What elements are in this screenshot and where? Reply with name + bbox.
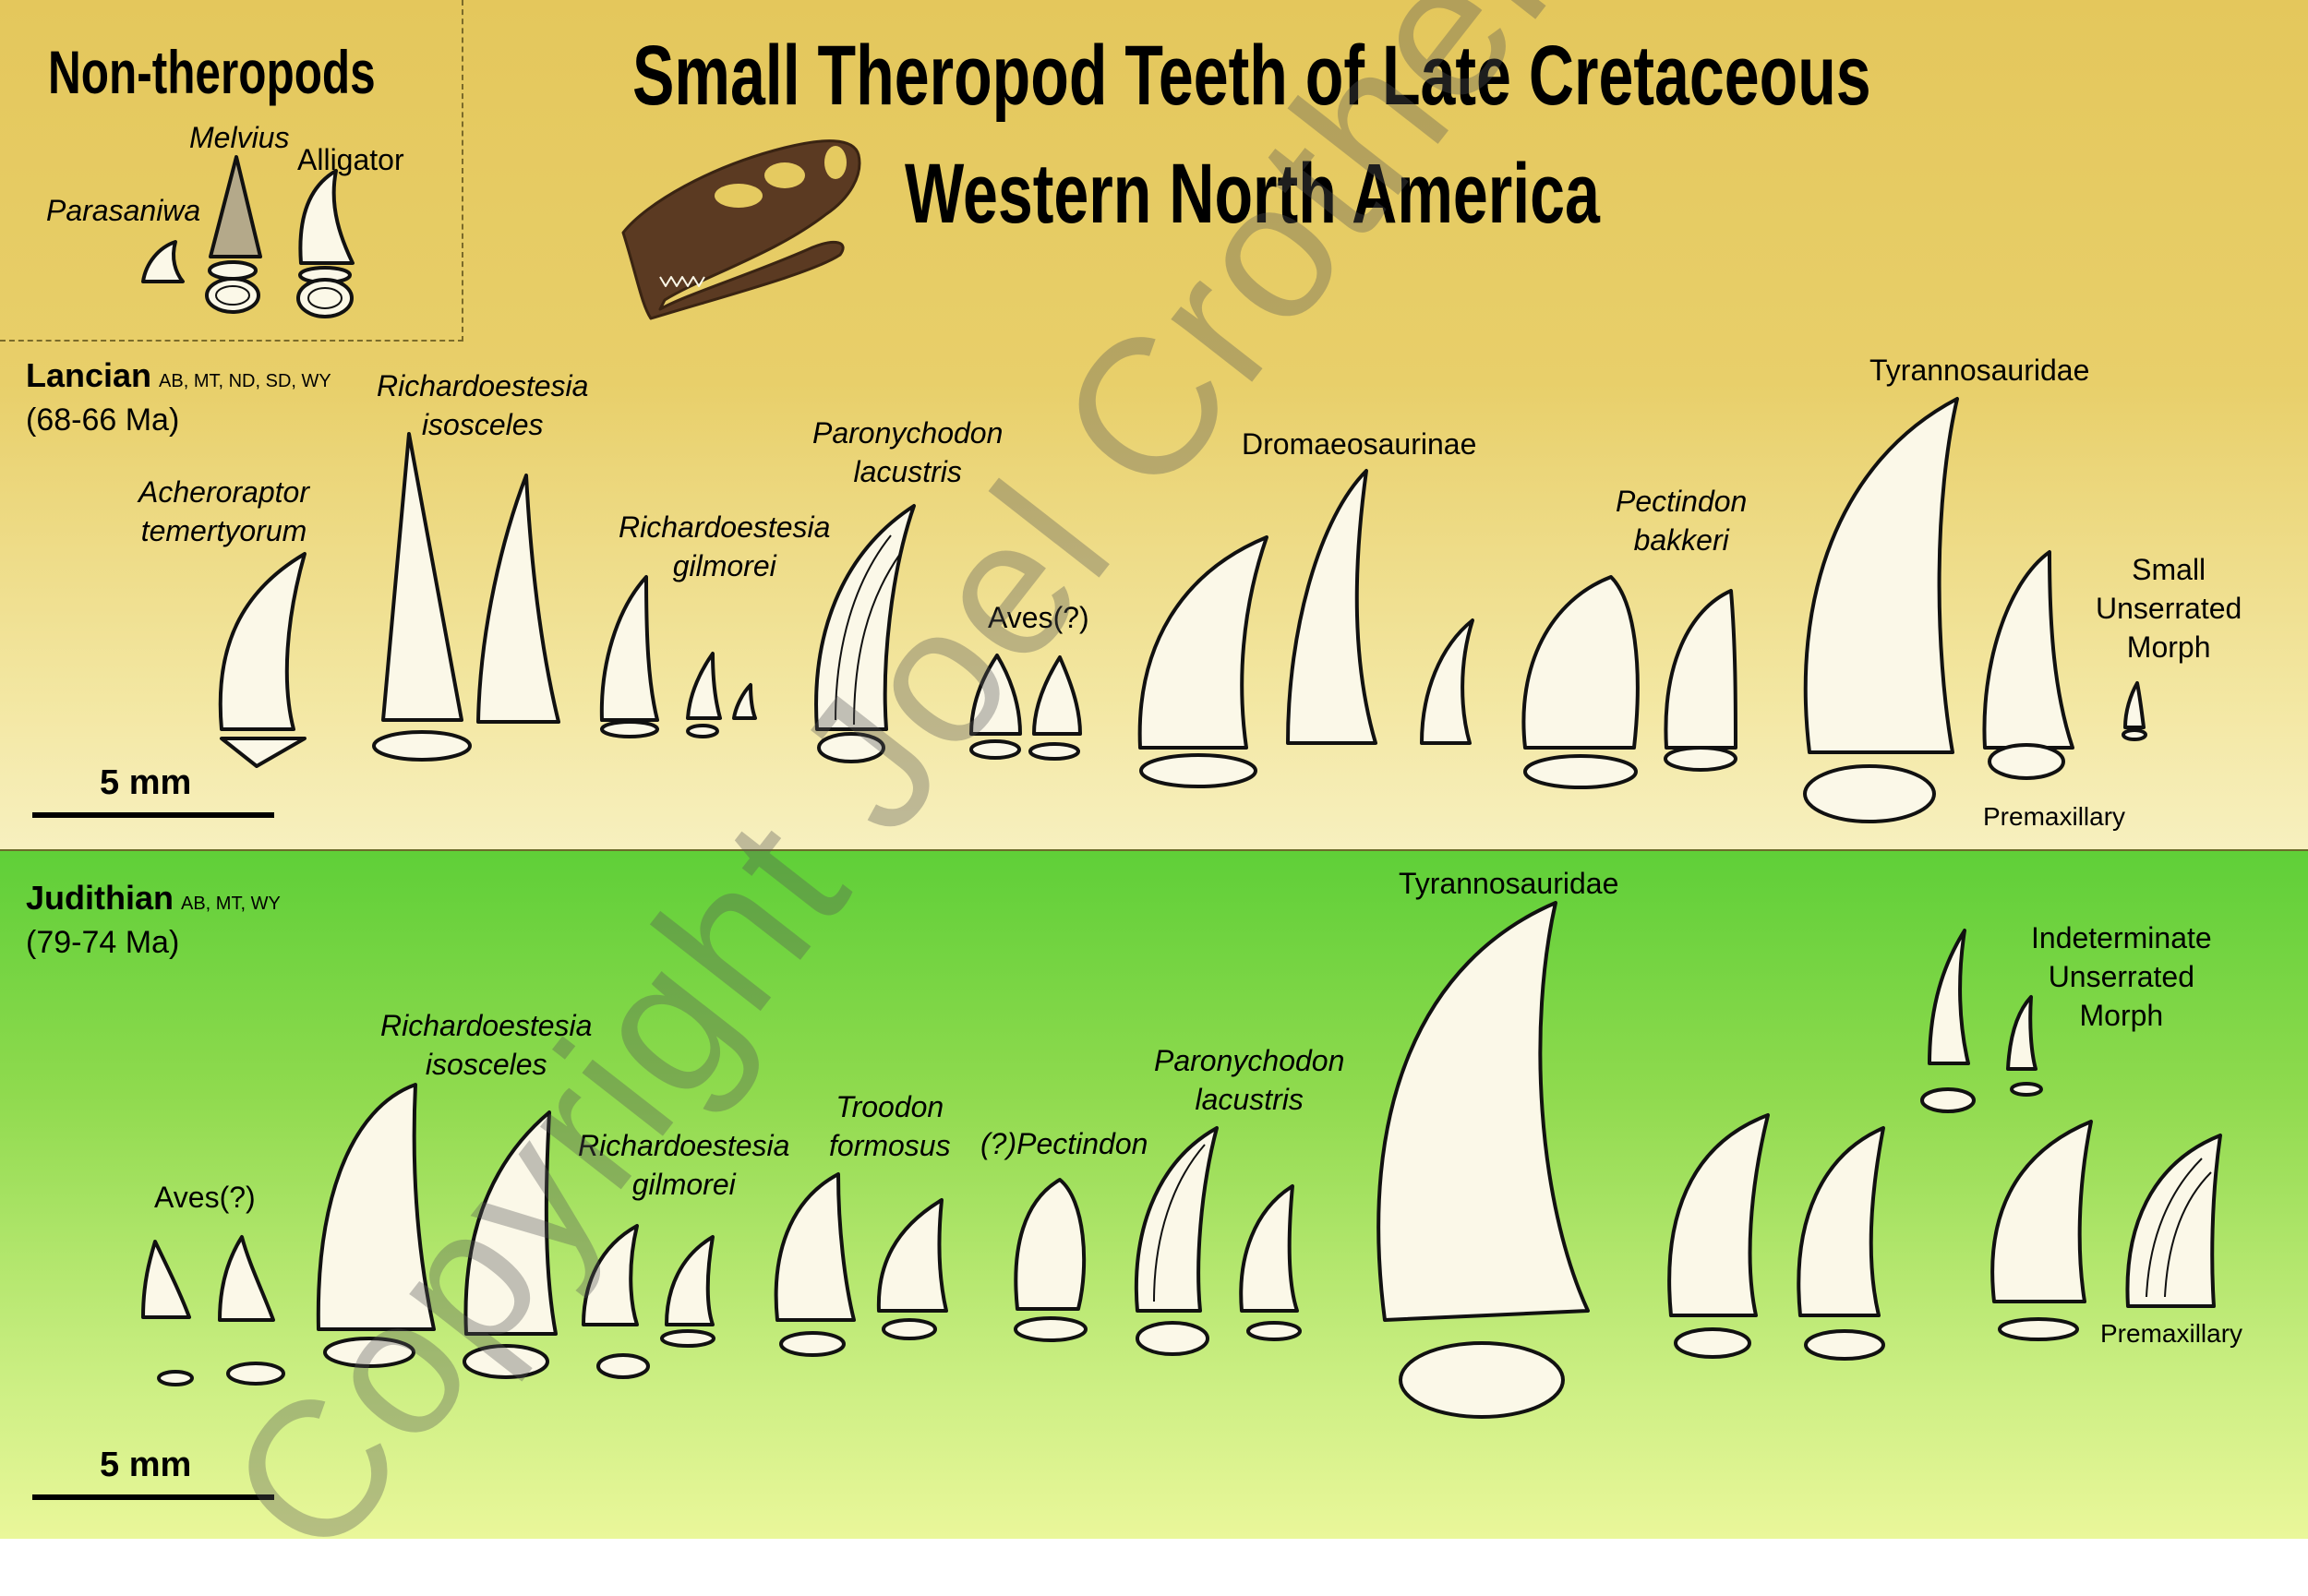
non-theropods-heading: Non-theropods	[48, 38, 376, 106]
judithian-age: (79-74 Ma)	[26, 925, 180, 960]
tyrannosauridae-tooth-lancian	[1803, 397, 1959, 823]
judithian-scale-bar	[32, 1494, 274, 1500]
aves-tooth-judithian-1	[141, 1240, 194, 1386]
richardoestesia-isosceles-tooth-judithian-1	[316, 1083, 436, 1368]
paronychodon-tooth-lancian	[814, 504, 916, 763]
lancian-age: (68-66 Ma)	[26, 402, 180, 438]
richardoestesia-gilmorei-tooth-lancian-2	[686, 652, 722, 738]
tyrannosauridae-tooth-judithian-3	[1797, 1126, 1885, 1361]
label-aves-judithian: Aves(?)	[154, 1181, 256, 1214]
judithian-scale-label: 5 mm	[100, 1446, 192, 1484]
richardoestesia-isosceles-tooth-lancian-2	[476, 474, 560, 724]
aves-tooth-judithian-2	[218, 1235, 285, 1386]
lancian-scale-label: 5 mm	[100, 763, 192, 802]
dromaeosaurinae-tooth-1	[1137, 535, 1268, 788]
parasaniwa-tooth	[141, 240, 185, 283]
title-line-1: Small Theropod Teeth of Late Cretaceous	[632, 29, 1871, 123]
aves-tooth-lancian-2	[1028, 655, 1082, 761]
indeterminate-tooth-judithian-large	[1990, 1120, 2093, 1341]
aves-tooth-lancian-1	[969, 654, 1022, 760]
dromaeosaurinae-tooth-3	[1420, 618, 1474, 745]
lancian-scale-bar	[32, 812, 274, 818]
paronychodon-tooth-judithian-2	[1239, 1184, 1302, 1341]
label-alligator: Alligator	[297, 143, 404, 176]
title-line-2: Western North America	[905, 147, 1600, 241]
indeterminate-unserrated-morph-tooth-1	[1920, 929, 1976, 1113]
premaxillary-tooth-judithian	[2125, 1134, 2222, 1308]
section-divider	[0, 849, 2308, 851]
melvius-tooth	[205, 155, 262, 314]
acheroraptor-tooth	[218, 552, 307, 768]
pectindon-bakkeri-tooth-1	[1521, 575, 1640, 789]
label-dromaeosaurinae: Dromaeosaurinae	[1242, 427, 1477, 461]
richardoestesia-gilmorei-tooth-lancian-3	[732, 683, 757, 720]
label-melvius: Melvius	[189, 121, 290, 154]
troodon-formosus-tooth-1	[774, 1172, 856, 1357]
alligator-tooth	[296, 169, 355, 318]
label-tyrannosauridae-judithian: Tyrannosauridae	[1399, 867, 1619, 900]
label-parasaniwa: Parasaniwa	[46, 194, 201, 227]
tooth-illustrations	[141, 139, 2222, 1419]
richardoestesia-gilmorei-tooth-lancian-1	[599, 575, 659, 738]
theropod-skull-icon	[621, 139, 861, 320]
label-premaxillary-lancian: Premaxillary	[1983, 802, 2126, 831]
richardoestesia-isosceles-tooth-lancian-1	[372, 432, 472, 762]
pectindon-tooth-judithian	[1014, 1178, 1088, 1342]
small-unserrated-morph-tooth	[2122, 681, 2147, 741]
label-premaxillary-judithian: Premaxillary	[2100, 1319, 2243, 1348]
paronychodon-tooth-judithian-1	[1134, 1126, 1219, 1356]
richardoestesia-isosceles-tooth-judithian-2	[463, 1110, 558, 1379]
label-tyrannosauridae-lancian: Tyrannosauridae	[1869, 354, 2090, 387]
richardoestesia-gilmorei-tooth-judithian-2	[660, 1235, 715, 1348]
tyrannosauridae-tooth-judithian-2	[1667, 1113, 1770, 1359]
pectindon-bakkeri-tooth-2	[1664, 589, 1737, 772]
troodon-formosus-tooth-2	[876, 1198, 948, 1340]
label-pectindon-judithian: (?)Pectindon	[980, 1127, 1148, 1160]
non-theropods-box	[0, 0, 463, 342]
label-aves-lancian: Aves(?)	[988, 601, 1089, 634]
indeterminate-unserrated-morph-tooth-2	[2006, 995, 2043, 1097]
tyrannosauridae-tooth-judithian	[1376, 901, 1590, 1419]
richardoestesia-gilmorei-tooth-judithian-1	[582, 1224, 650, 1379]
dromaeosaurinae-tooth-2	[1286, 469, 1377, 745]
tyrannosauridae-premaxillary-tooth-lancian	[1982, 550, 2074, 780]
